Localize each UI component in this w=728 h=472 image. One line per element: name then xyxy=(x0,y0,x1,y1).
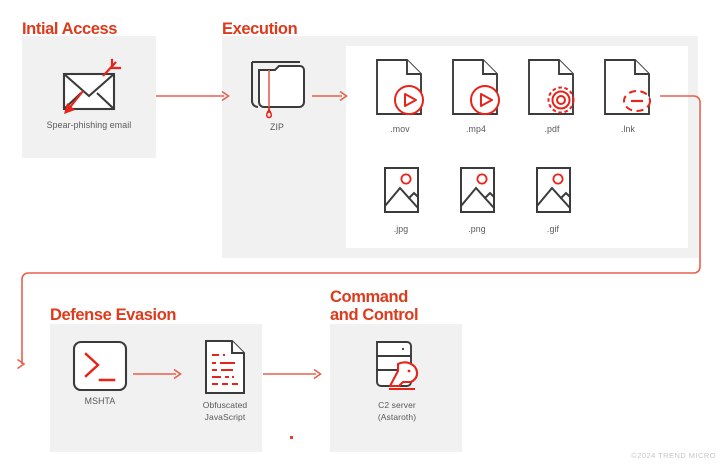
zip-folder-leak-icon xyxy=(242,52,312,119)
node-file-lnk: .lnk xyxy=(594,56,662,136)
heading-command-and-control: Command and Control xyxy=(330,288,419,324)
file-gear-icon xyxy=(523,56,581,120)
node-file-mov: .mov xyxy=(366,56,434,136)
obfuscated-document-icon xyxy=(199,338,251,396)
node-file-png: .png xyxy=(446,164,508,236)
file-link-icon xyxy=(599,56,657,120)
node-file-mp4: .mp4 xyxy=(442,56,510,136)
node-mshta: MSHTA xyxy=(66,340,134,408)
connector-mshta-to-js xyxy=(133,364,193,384)
node-obfuscated-javascript: Obfuscated JavaScript xyxy=(188,338,262,423)
node-zip: ZIP xyxy=(238,52,316,134)
node-label-obfuscated-js: Obfuscated JavaScript xyxy=(202,400,248,422)
heading-execution: Execution xyxy=(222,20,298,38)
envelope-phishing-icon xyxy=(50,54,128,116)
node-c2-server: C2 server (Astaroth) xyxy=(360,338,434,423)
node-label-mshta: MSHTA xyxy=(84,396,116,406)
node-label-mp4: .mp4 xyxy=(466,124,486,134)
node-label-lnk: .lnk xyxy=(620,124,636,134)
heading-initial-access: Intial Access xyxy=(22,20,118,38)
copyright-footer: ©2024 TREND MICRO xyxy=(631,451,716,460)
stray-dot-artifact xyxy=(290,436,293,439)
node-label-jpg: .jpg xyxy=(393,224,409,234)
image-file-icon xyxy=(528,164,578,220)
connector-zip-to-files xyxy=(312,86,360,106)
node-label-gif: .gif xyxy=(546,224,560,234)
terminal-prompt-icon xyxy=(70,340,130,392)
node-label-mov: .mov xyxy=(390,124,410,134)
file-play-icon xyxy=(371,56,429,120)
file-play-icon xyxy=(447,56,505,120)
node-label-zip: ZIP xyxy=(270,122,284,132)
connector-js-to-c2 xyxy=(263,364,333,384)
heading-defense-evasion: Defense Evasion xyxy=(50,306,177,324)
node-file-gif: .gif xyxy=(522,164,584,236)
image-file-icon xyxy=(452,164,502,220)
node-label-png: .png xyxy=(468,224,486,234)
node-label-email: Spear-phishing email xyxy=(46,120,132,130)
node-label-pdf: .pdf xyxy=(544,124,560,134)
connector-files-to-defense-evasion xyxy=(17,88,728,388)
node-file-jpg: .jpg xyxy=(370,164,432,236)
server-trojan-horse-icon xyxy=(365,338,429,396)
node-spear-phishing-email: Spear-phishing email xyxy=(34,54,144,132)
node-label-c2: C2 server (Astaroth) xyxy=(377,400,417,422)
connector-email-to-zip xyxy=(156,86,236,106)
node-file-pdf: .pdf xyxy=(518,56,586,136)
image-file-icon xyxy=(376,164,426,220)
